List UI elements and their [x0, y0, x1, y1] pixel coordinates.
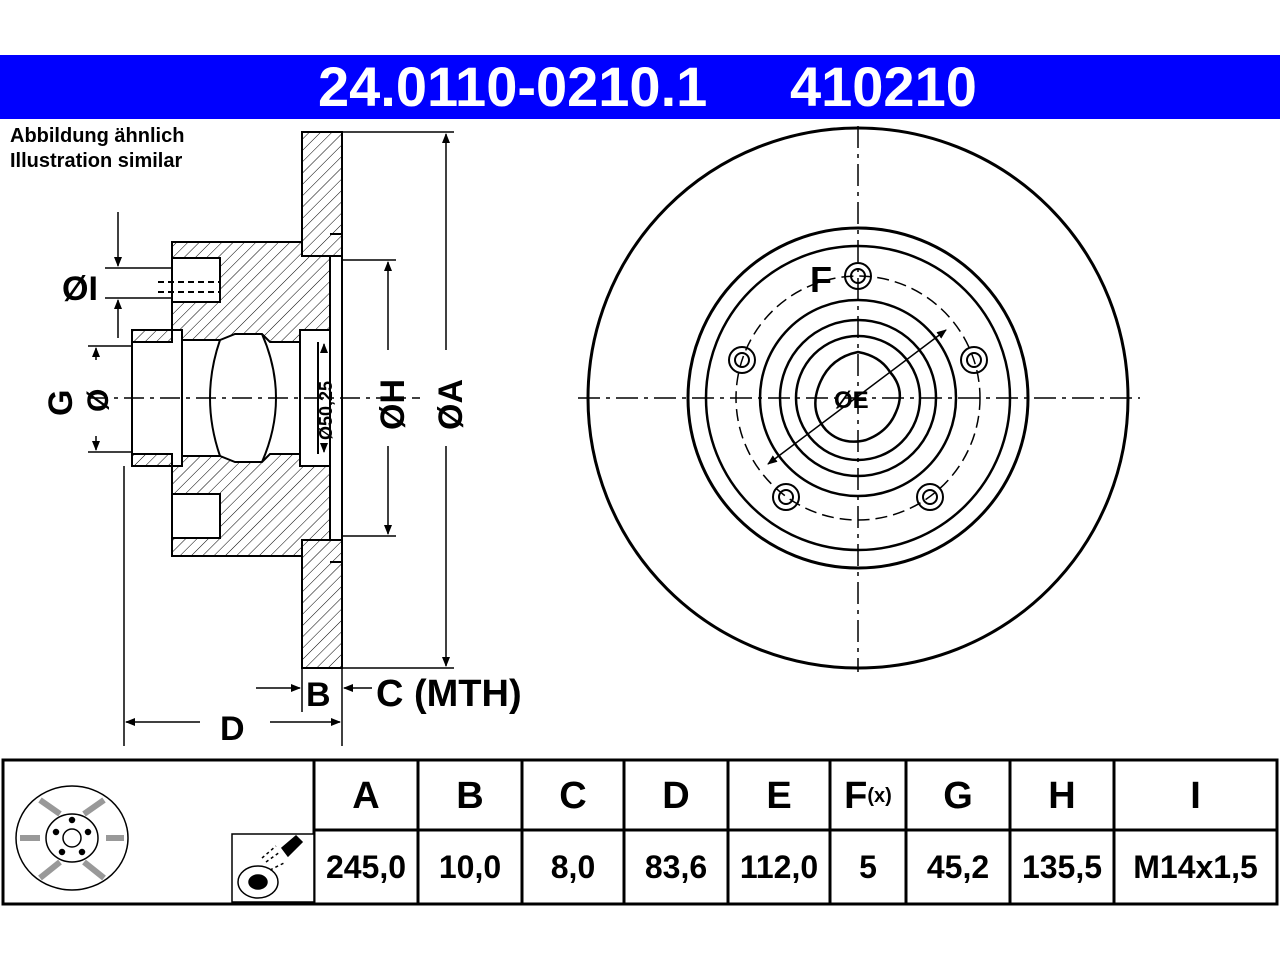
label-dia-a: ØA [432, 379, 470, 430]
disc-outer-edge [586, 126, 1130, 670]
note-line-en: Illustration similar [10, 150, 183, 172]
label-c: C (MTH) [376, 673, 522, 715]
header-c: C [559, 774, 587, 817]
dim-d [123, 466, 341, 746]
value-f: 5 [859, 848, 877, 885]
dim-b-c [256, 668, 372, 746]
disc-thumbnail-icon [15, 785, 129, 891]
label-dia-inner: Ø50,25 [316, 381, 336, 440]
spec-table-grid [1, 758, 1279, 906]
header-h: H [1048, 774, 1076, 817]
header-f-letter: F [844, 774, 868, 817]
front-view [578, 126, 1140, 672]
note-line-de: Abbildung ähnlich [10, 125, 185, 147]
friction-inner-edge [686, 226, 1030, 570]
value-g: 45,2 [926, 848, 990, 885]
dim-a [342, 131, 454, 669]
value-a: 245,0 [325, 848, 407, 885]
reference-number: 410210 [790, 55, 977, 118]
label-d: D [220, 710, 245, 748]
part-number: 24.0110-0210.1 [318, 55, 708, 118]
header-i: I [1190, 774, 1201, 817]
bolt-hole-thread [158, 281, 220, 293]
disc-ring-top [301, 131, 343, 257]
header-b: B [456, 774, 484, 817]
header-f: F(x) [830, 762, 906, 830]
label-g-letter: G [42, 390, 80, 416]
bolt-hole-section-top [171, 257, 221, 303]
dim-i [105, 212, 172, 338]
value-h: 135,5 [1021, 848, 1103, 885]
dim-h [342, 259, 396, 537]
value-b: 10,0 [438, 848, 502, 885]
label-dia-i: ØI [62, 270, 98, 308]
dim-e-line [767, 329, 947, 465]
label-dia-h: ØH [374, 379, 412, 430]
label-g-symbol: Ø [82, 389, 115, 412]
disc-ring-bottom [301, 539, 343, 669]
spray-coating-icon [231, 833, 315, 903]
bolt-circle [735, 275, 981, 521]
label-f: F [810, 259, 832, 300]
header-e: E [766, 774, 792, 817]
value-c: 8,0 [550, 848, 596, 885]
header-a: A [352, 774, 380, 817]
dim-g [88, 345, 132, 453]
value-e: 112,0 [739, 848, 819, 885]
label-dia-e: ØE [834, 387, 869, 414]
header-d: D [662, 774, 690, 817]
header-bar: 24.0110-0210.1 410210 [0, 55, 1280, 119]
bolt-hole-section-bottom [171, 493, 221, 539]
hub-ring-1 [758, 298, 958, 498]
label-b: B [306, 676, 331, 714]
cross-section-view [131, 131, 343, 669]
bolt-holes [728, 262, 988, 511]
illustration-note: Abbildung ähnlich Illustration similar [10, 124, 184, 174]
value-i: M14x1,5 [1133, 848, 1258, 885]
header-g: G [943, 774, 973, 817]
header-f-suffix: (x) [867, 784, 892, 807]
hub-section-bottom [131, 453, 331, 557]
value-d: 83,6 [644, 848, 708, 885]
hub-outer-edge [704, 244, 1012, 552]
